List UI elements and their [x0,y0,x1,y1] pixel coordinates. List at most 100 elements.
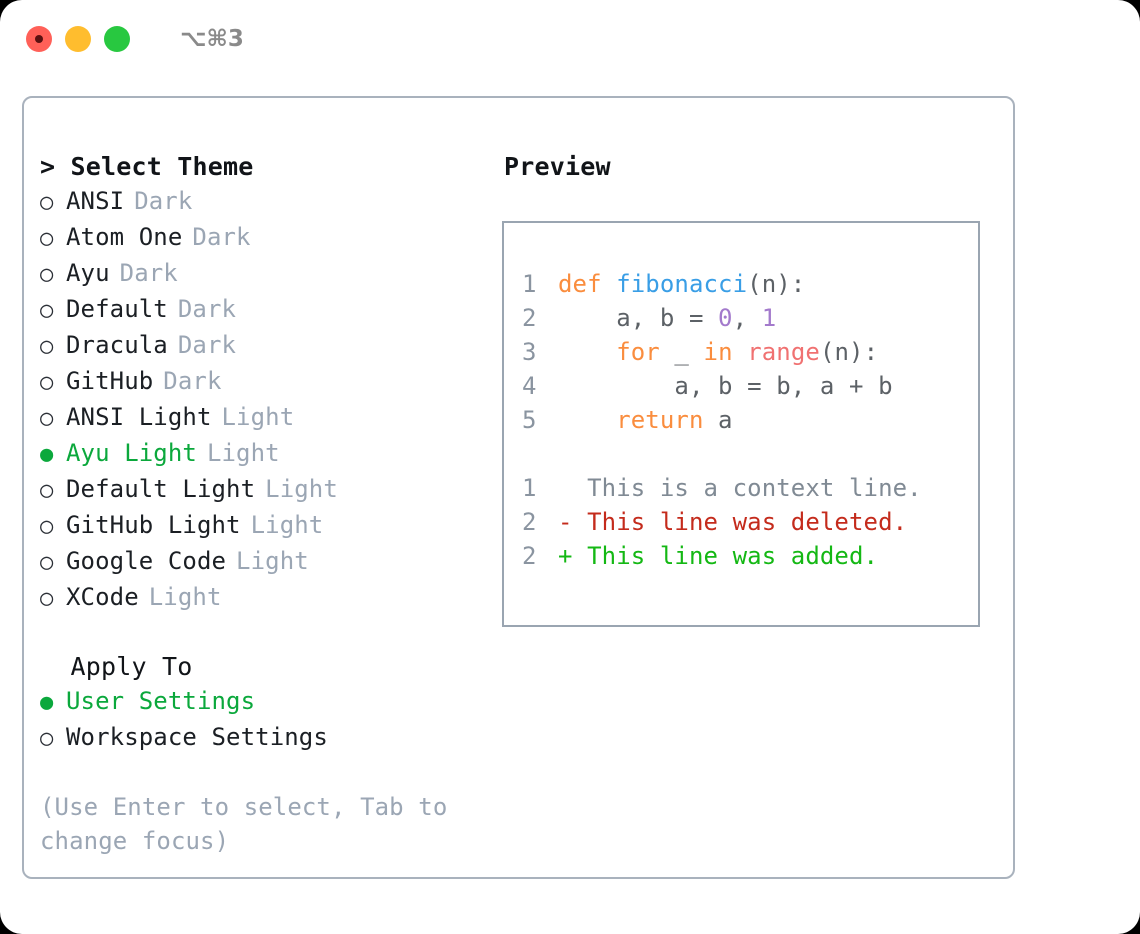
apply-to-option-label: User Settings [66,687,256,715]
radio-unselected-icon: ○ [40,334,54,359]
code-text: return a [558,403,733,437]
radio-unselected-icon: ○ [40,298,54,323]
code-line: 1 def fibonacci(n): [522,267,978,301]
apply-to-option-workspace-settings[interactable]: ○ Workspace Settings [40,720,502,756]
theme-variant-tag: Dark [192,223,251,251]
theme-variant-tag: Light [250,511,324,539]
theme-option-label: XCode [66,583,139,611]
line-number: 5 [522,406,537,434]
theme-option-label: Atom One [66,223,183,251]
radio-unselected-icon: ○ [40,726,54,751]
code-text: def fibonacci(n): [558,267,805,301]
preview-title: Preview [504,152,611,181]
theme-variant-tag: Light [148,583,222,611]
theme-option-label: Ayu [66,259,110,287]
code-diff-gap [522,437,978,471]
code-token: (n): [819,338,879,366]
minimize-button[interactable] [65,26,91,52]
diff-line-del: 2 - This line was deleted. [522,505,978,539]
code-text: a, b = 0, 1 [558,301,776,335]
apply-to-option-user-settings[interactable]: ● User Settings [40,684,502,720]
theme-option-label: GitHub Light [66,511,241,539]
code-token [558,406,616,434]
theme-option-github-light[interactable]: ○ GitHub Light Light [40,508,502,544]
theme-option-label: Google Code [66,547,227,575]
code-token: range [747,338,820,366]
code-token: , [732,304,762,332]
code-line: 3 for _ in range(n): [522,335,978,369]
theme-option-label: ANSI [66,187,125,215]
code-line: 2 a, b = 0, 1 [522,301,978,335]
radio-unselected-icon: ○ [40,550,54,575]
code-text: for _ in range(n): [558,335,878,369]
close-button[interactable] [26,26,52,52]
diff-text: - This line was deleted. [558,508,908,536]
line-number: 1 [522,270,537,298]
diff-text: + This line was added. [558,542,879,570]
theme-variant-tag: Light [265,475,338,503]
zoom-button[interactable] [104,26,130,52]
line-number: 2 [522,304,537,332]
theme-option-atom-one[interactable]: ○ Atom One Dark [40,220,502,256]
radio-unselected-icon: ○ [40,226,54,251]
keyboard-hint: (Use Enter to select, Tab to change focu… [40,793,462,855]
theme-variant-tag: Light [236,547,309,575]
apply-to-option-label: Workspace Settings [66,723,328,751]
apply-to-header: Apply To [40,652,193,681]
traffic-lights [26,26,130,52]
theme-variant-tag: Dark [177,295,237,323]
code-token: def [558,270,617,298]
radio-unselected-icon: ○ [40,370,54,395]
theme-option-label: ANSI Light [66,403,212,431]
diff-line-ctx: 1 This is a context line. [522,471,978,505]
code-token: (n): [747,270,806,298]
theme-option-google-code[interactable]: ○ Google Code Light [40,544,502,580]
list-spacer [40,616,502,650]
line-number: 1 [522,474,537,502]
theme-variant-tag: Dark [134,187,193,215]
radio-selected-icon: ● [40,690,54,715]
code-token: _ [659,338,704,366]
theme-variant-tag: Dark [119,259,178,287]
line-number: 2 [522,542,537,570]
theme-option-ansi[interactable]: ○ ANSI Dark [40,184,502,220]
code-token: a, b = [558,304,719,332]
code-token: fibonacci [616,270,748,298]
code-token: a [703,406,733,434]
keyboard-shortcut-label: ⌥⌘3 [180,26,244,52]
diff-text: This is a context line. [558,474,922,502]
code-line: 4 a, b = b, a + b [522,369,978,403]
radio-unselected-icon: ○ [40,190,54,215]
select-theme-header: > Select Theme [40,152,254,181]
code-text: a, b = b, a + b [558,369,893,403]
theme-variant-tag: Light [221,403,295,431]
theme-variant-tag: Dark [163,367,222,395]
title-bar: ⌥⌘3 [0,0,1140,78]
code-token: return [616,406,704,434]
code-token [558,338,616,366]
code-token [733,338,748,366]
theme-variant-tag: Dark [177,331,237,359]
theme-option-label: Default [66,295,168,323]
theme-option-label: Default Light [66,475,256,503]
line-number: 2 [522,508,537,536]
code-token: for [616,338,660,366]
diff-line-add: 2 + This line was added. [522,539,978,573]
diff-sample: 1 This is a context line. 2 - This line wa… [522,471,978,573]
theme-option-default[interactable]: ○ Default Dark [40,292,502,328]
radio-unselected-icon: ○ [40,514,54,539]
